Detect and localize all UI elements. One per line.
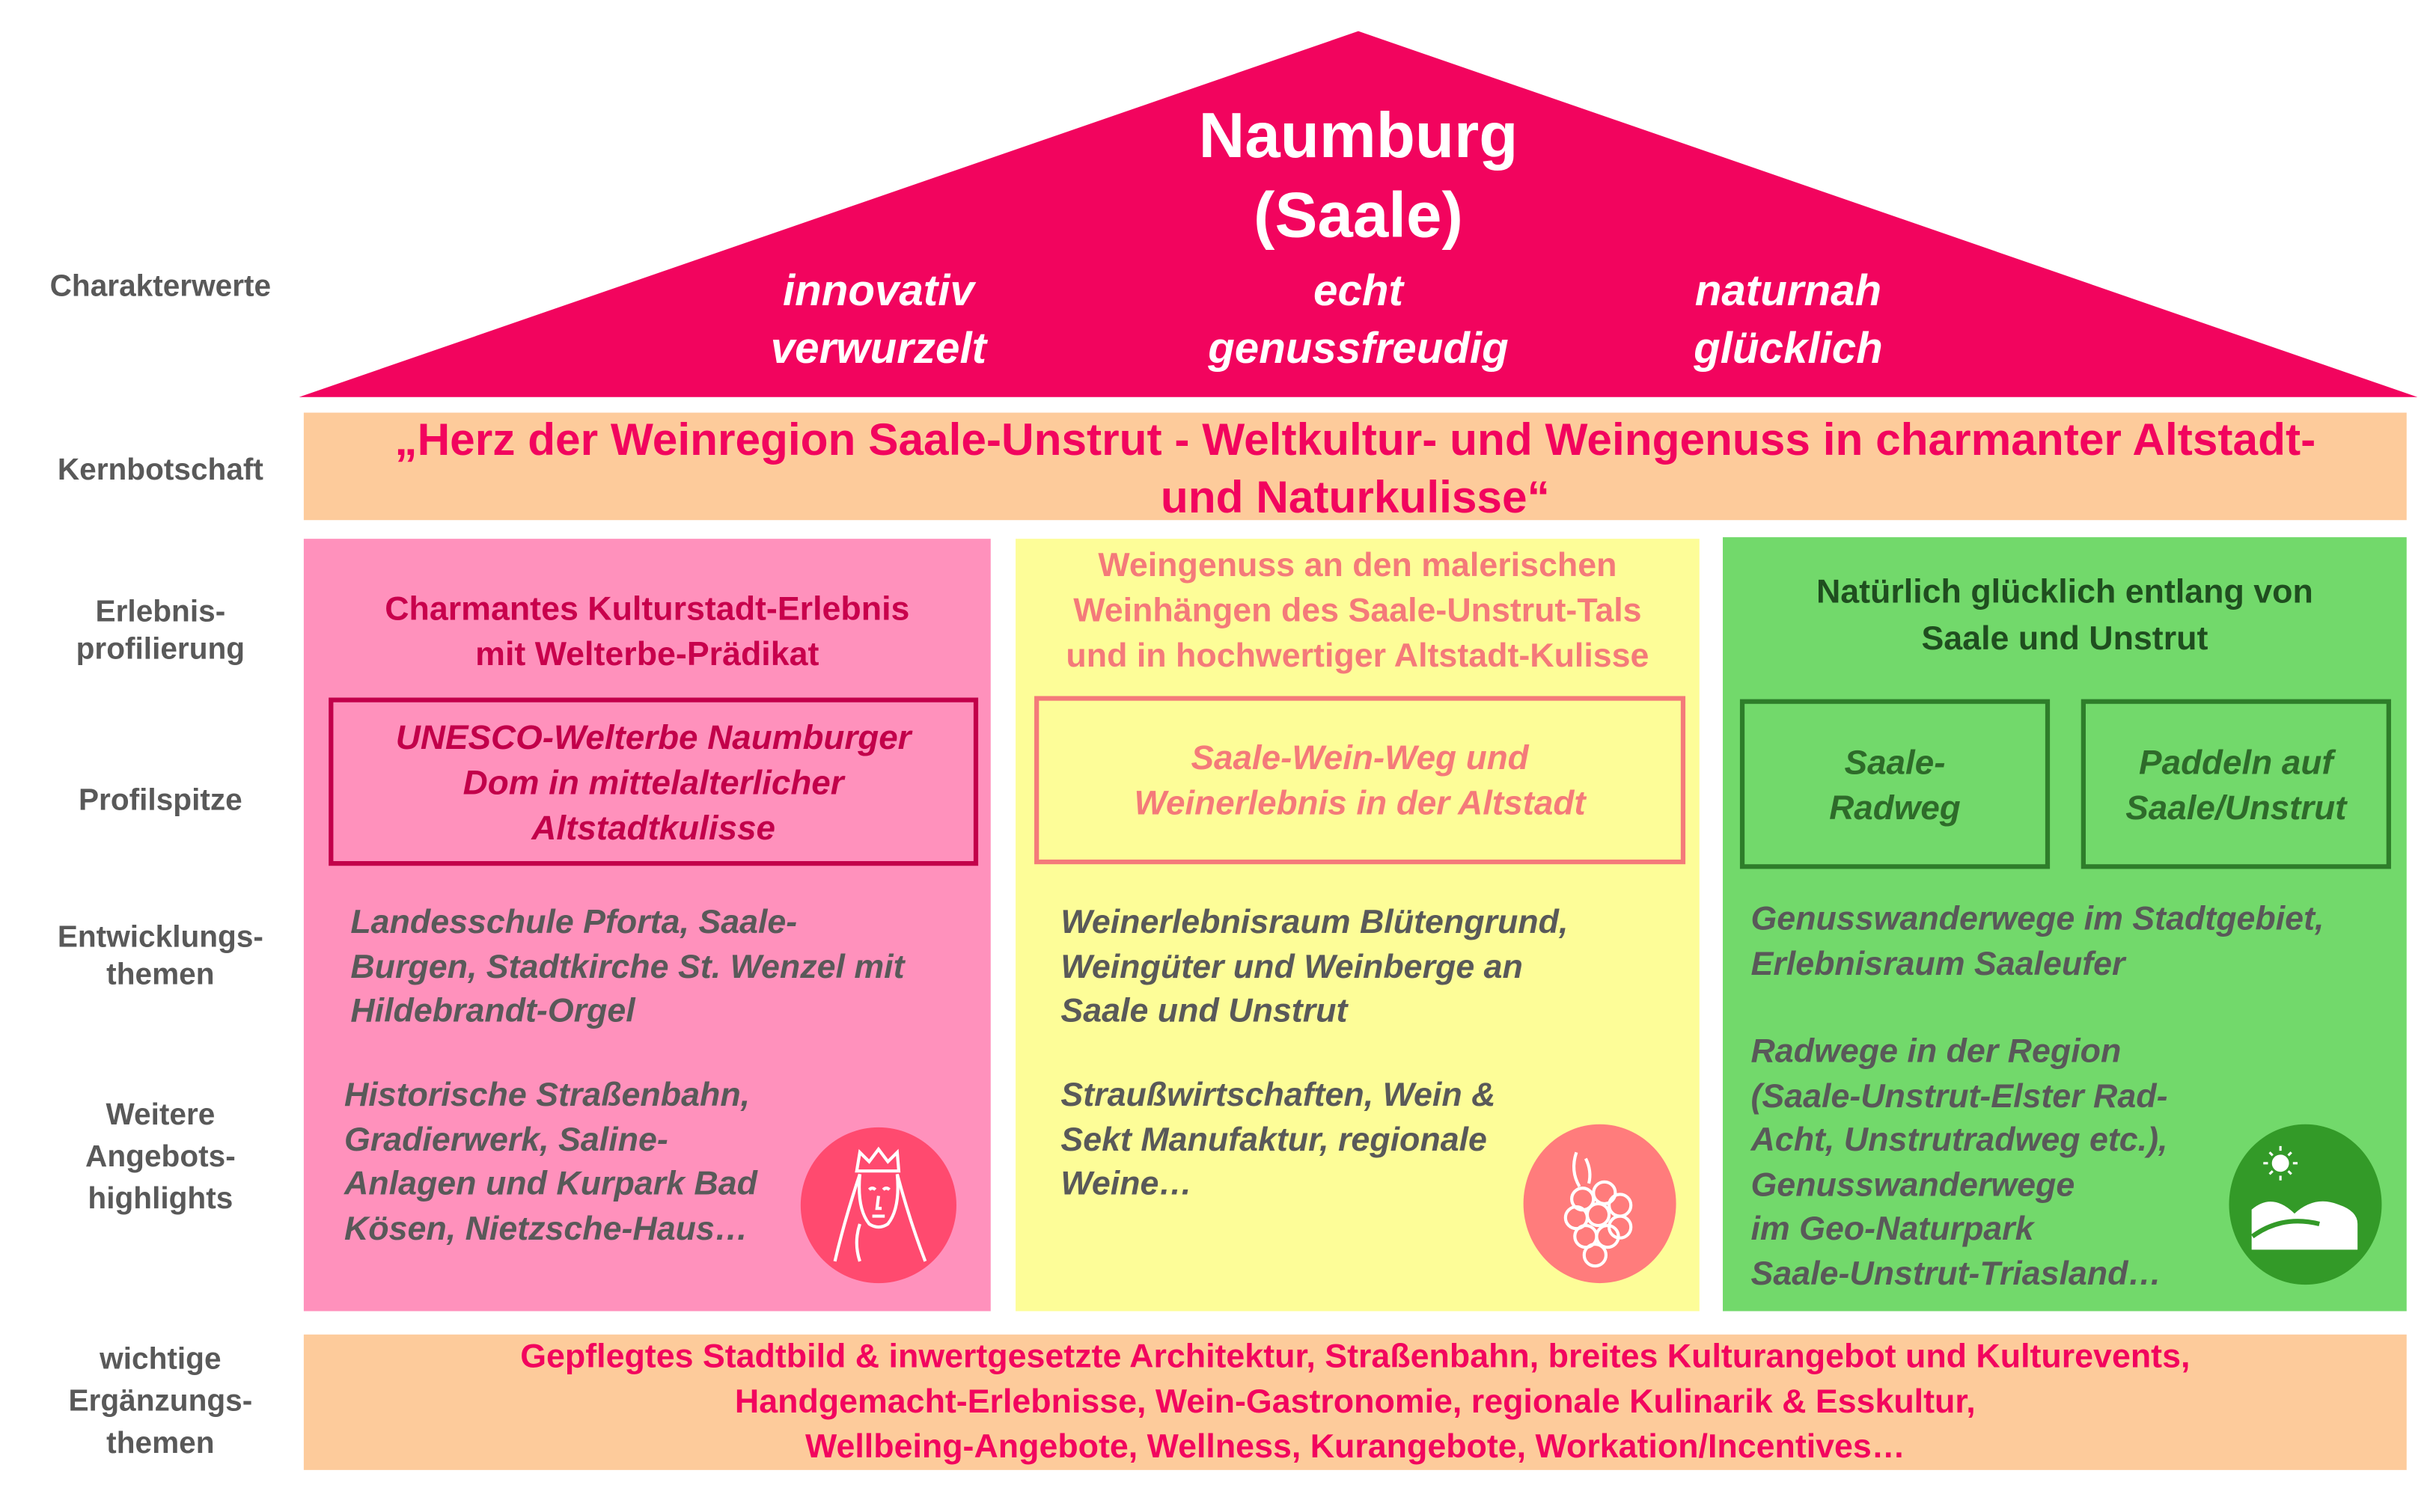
grapes-icon [1523,1124,1676,1284]
entwicklungsthemen-text: Genusswanderwege im Stadtgebiet, Erlebni… [1750,900,2324,982]
title-line2: (Saale) [1254,179,1463,251]
roof-triangle [299,31,2418,397]
label-charakterwerte: Charakterwerte [49,269,272,304]
landscape-sun-icon [2229,1124,2382,1285]
label-erlebnisprofilierung: Erlebnis- profilierung [76,595,245,667]
profilspitze-radweg-box: Saale- Radweg [1739,699,2051,869]
ergaenzungsthemen-box: Gepflegtes Stadtbild & inwertgesetzte Ar… [303,1334,2407,1470]
title-line1: Naumburg [1198,100,1518,171]
column-wein: Weingenuss an den malerischen Weinhängen… [1016,539,1700,1311]
label-entwicklungsthemen: Entwicklungs- themen [57,920,263,992]
column-natur: Natürlich glücklich entlang von Saale un… [1723,537,2407,1311]
label-kernbotschaft: Kernbotschaft [57,453,263,488]
entwicklungsthemen-text: Landesschule Pforta, Saale- Burgen, Stad… [350,903,905,1029]
kernbotschaft-box: „Herz der Weinregion Saale-Unstrut - Wel… [303,412,2407,523]
column-header: Charmantes Kulturstadt-Erlebnis mit Welt… [385,590,910,673]
angebots-highlights-text: Straußwirtschaften, Wein & Sekt Manufakt… [1060,1076,1496,1202]
label-weitere-highlights: Weitere Angebots- highlights [85,1098,236,1216]
angebots-highlights-text: Radwege in der Region (Saale-Unstrut-Els… [1750,1032,2168,1292]
column-kultur: Charmantes Kulturstadt-Erlebnis mit Welt… [303,539,991,1311]
profilspitze-box: UNESCO-Welterbe Naumburger Dom in mittel… [329,697,979,866]
profilspitze-box: Saale-Wein-Weg und Weinerlebnis in der A… [1034,696,1686,865]
value-naturnah: naturnah glücklich [1694,266,1883,373]
column-header: Weingenuss an den malerischen Weinhängen… [1066,546,1649,675]
value-innovativ: innovativ verwurzelt [770,266,987,373]
entwicklungsthemen-text: Weinerlebnisraum Blütengrund, Weingüter … [1060,903,1569,1029]
label-profilspitze: Profilspitze [78,783,242,818]
value-echt: echt genussfreudig [1208,266,1509,373]
crowned-figure-icon [800,1127,956,1284]
angebots-highlights-text: Historische Straßenbahn, Gradierwerk, Sa… [344,1076,757,1247]
profilspitze-paddeln-box: Paddeln auf Saale/Unstrut [2081,699,2391,869]
label-ergaenzungsthemen: wichtige Ergänzungs- themen [68,1342,253,1461]
title: Naumburg (Saale) [1047,97,1670,255]
column-header: Natürlich glücklich entlang von Saale un… [1816,572,2313,658]
